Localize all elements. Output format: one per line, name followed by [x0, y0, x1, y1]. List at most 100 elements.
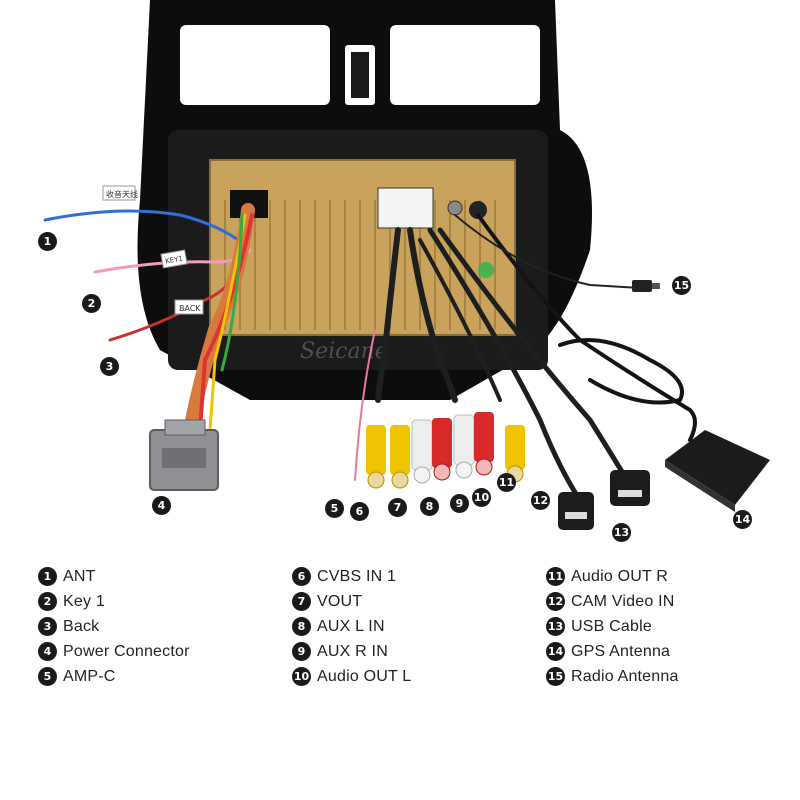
- cable-gps: [476, 213, 697, 442]
- legend-column-1: 1 ANT 2 Key 1 3 Back 4 Power Connector 5 AMP-…: [38, 564, 190, 689]
- legend-number: 8: [292, 617, 311, 636]
- legend-item: 3 Back: [38, 614, 190, 639]
- wire-amp-c: [354, 329, 376, 481]
- legend: 1 ANT 2 Key 1 3 Back 4 Power Connector 5 AMP-…: [0, 560, 800, 800]
- callout-9: 9: [450, 494, 469, 513]
- legend-item: 7 VOUT: [292, 589, 411, 614]
- legend-item: 15 Radio Antenna: [546, 664, 679, 689]
- tag-back: BACK: [179, 304, 201, 313]
- legend-number: 10: [292, 667, 311, 686]
- harness-bundle: [183, 203, 255, 437]
- rca-cvbs-in-1: [366, 425, 386, 489]
- cable-cam: [418, 238, 502, 402]
- legend-number: 3: [38, 617, 57, 636]
- callout-5: 5: [325, 499, 344, 518]
- rca-audio-out-l: [453, 414, 475, 479]
- callout-10: 10: [472, 488, 491, 507]
- callout-4: 4: [152, 496, 171, 515]
- legend-label: AMP-C: [63, 667, 116, 685]
- gps-antenna: [665, 430, 770, 512]
- tag-key1: KEY1: [165, 255, 184, 266]
- legend-item: 12 CAM Video IN: [546, 589, 679, 614]
- callout-13: 13: [612, 523, 631, 542]
- legend-number: 1: [38, 567, 57, 586]
- callout-7: 7: [388, 498, 407, 517]
- cable-gps-coil: [558, 338, 684, 405]
- legend-item: 6 CVBS IN 1: [292, 564, 411, 589]
- legend-number: 11: [546, 567, 565, 586]
- rca-audio-out-r: [474, 412, 494, 476]
- legend-item: 8 AUX L IN: [292, 614, 411, 639]
- legend-label: USB Cable: [571, 617, 652, 635]
- legend-column-3: 11 Audio OUT R 12 CAM Video IN 13 USB Cable…: [546, 564, 679, 689]
- rca-aux-r-in: [432, 418, 452, 481]
- callout-11: 11: [497, 473, 516, 492]
- callout-6: 6: [350, 502, 369, 521]
- legend-item: 4 Power Connector: [38, 639, 190, 664]
- sticker: [478, 262, 494, 278]
- cable-usb-2: [437, 227, 633, 488]
- tag-ant: 收音天线: [106, 189, 138, 199]
- multi-port: [377, 187, 434, 229]
- callout-14: 14: [733, 510, 752, 529]
- legend-label: CAM Video IN: [571, 592, 675, 610]
- legend-item: 9 AUX R IN: [292, 639, 411, 664]
- callout-15: 15: [672, 276, 691, 295]
- legend-item: 2 Key 1: [38, 589, 190, 614]
- gps-port: [469, 201, 487, 219]
- legend-item: 1 ANT: [38, 564, 190, 589]
- harness-green: [220, 213, 244, 372]
- legend-number: 5: [38, 667, 57, 686]
- callout-3: 3: [100, 357, 119, 376]
- legend-label: Power Connector: [63, 642, 190, 660]
- legend-item: 11 Audio OUT R: [546, 564, 679, 589]
- wiring-diagram: Seicane 收音天线 KEY1 BACK: [38, 0, 770, 542]
- frame-slot-inner: [351, 52, 369, 98]
- legend-label: AUX R IN: [317, 642, 388, 660]
- legend-label: Back: [63, 617, 100, 635]
- frame-window-left: [180, 25, 330, 105]
- cable-rca-bundle-2: [407, 227, 458, 403]
- diagram-svg: Seicane 收音天线 KEY1 BACK: [43, 0, 770, 530]
- frame-window-right: [390, 25, 540, 105]
- legend-number: 7: [292, 592, 311, 611]
- callout-2: 2: [82, 294, 101, 313]
- callout-12: 12: [531, 491, 550, 510]
- tag-key1-box: [160, 249, 188, 269]
- legend-label: Audio OUT R: [571, 567, 669, 585]
- brand-watermark: Seicane: [300, 339, 388, 364]
- legend-number: 14: [546, 642, 565, 661]
- legend-number: 9: [292, 642, 311, 661]
- legend-number: 2: [38, 592, 57, 611]
- legend-label: Key 1: [63, 592, 105, 610]
- legend-number: 4: [38, 642, 57, 661]
- rca-aux-l-in: [411, 419, 433, 484]
- cable-radio: [454, 214, 641, 289]
- legend-label: ANT: [63, 567, 96, 585]
- legend-item: 13 USB Cable: [546, 614, 679, 639]
- legend-label: AUX L IN: [317, 617, 385, 635]
- tag-back-box: [174, 299, 204, 315]
- legend-label: Radio Antenna: [571, 667, 679, 685]
- legend-number: 15: [546, 667, 565, 686]
- legend-item: 10 Audio OUT L: [292, 664, 411, 689]
- legend-label: Audio OUT L: [317, 667, 412, 685]
- tag-ant-box: [102, 185, 136, 201]
- legend-item: 5 AMP-C: [38, 664, 190, 689]
- legend-number: 6: [292, 567, 311, 586]
- cable-usb-1: [427, 227, 583, 503]
- usb-plug-1: [558, 492, 594, 530]
- legend-number: 12: [546, 592, 565, 611]
- legend-item: 14 GPS Antenna: [546, 639, 679, 664]
- wire-ant: [43, 209, 247, 247]
- radio-antenna-plug: [632, 280, 660, 292]
- legend-number: 13: [546, 617, 565, 636]
- legend-label: CVBS IN 1: [317, 567, 397, 585]
- legend-label: VOUT: [317, 592, 363, 610]
- callout-8: 8: [420, 497, 439, 516]
- cable-rca-bundle: [375, 227, 401, 403]
- callout-1: 1: [38, 232, 57, 251]
- legend-label: GPS Antenna: [571, 642, 671, 660]
- usb-plug-2: [610, 470, 650, 506]
- rca-vout: [390, 425, 410, 489]
